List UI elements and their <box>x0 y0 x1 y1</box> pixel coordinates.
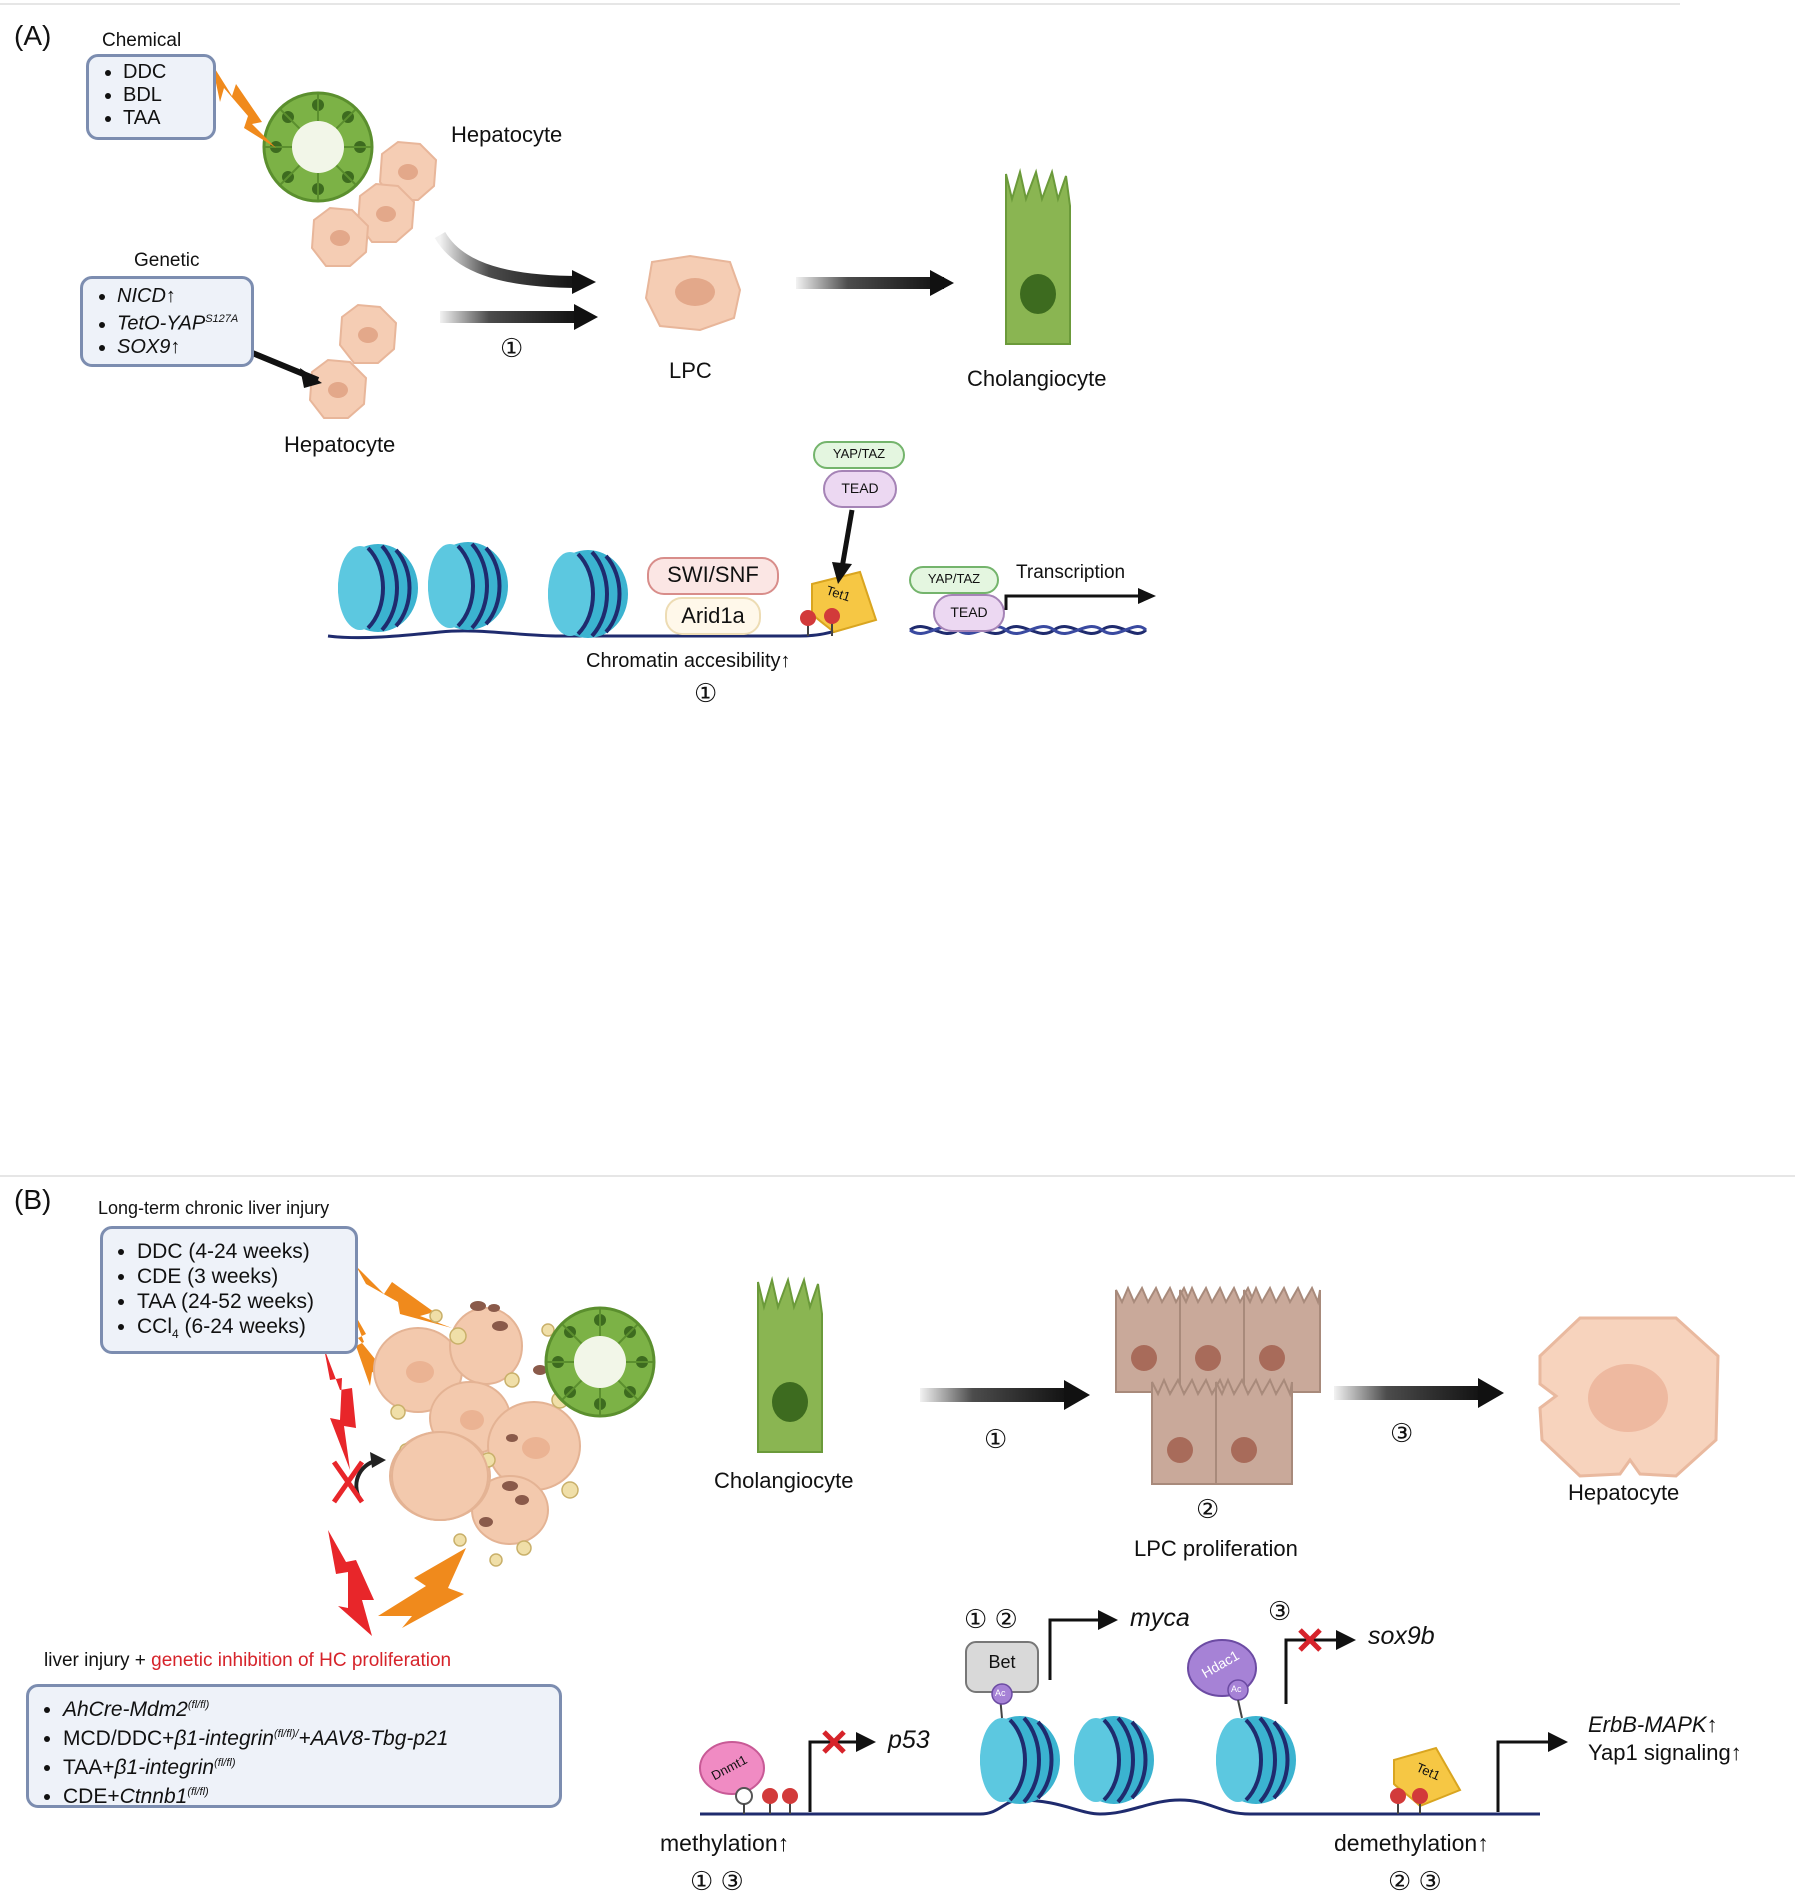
ac-label-bet: Ac <box>995 1688 1006 1698</box>
nucleosome-b3 <box>1214 1714 1298 1806</box>
p53-label: p53 <box>888 1726 930 1754</box>
genetic-item: SOX9↑ <box>117 336 251 359</box>
chronic-box: DDC (4-24 weeks) CDE (3 weeks) TAA (24-5… <box>100 1226 358 1354</box>
chemical-item: BDL <box>123 84 213 107</box>
cholangiocyte-a <box>1005 171 1071 345</box>
p53-blocked-arrow <box>808 1730 876 1812</box>
chemical-item: DDC <box>123 61 213 84</box>
tet1-protein-b <box>1390 1746 1462 1814</box>
tead-label-top: TEAD <box>841 480 879 496</box>
arrow-lpc-to-cholangiocyte-a <box>796 270 954 296</box>
arid1a-label: Arid1a <box>681 603 745 628</box>
chronic-title: Long-term chronic liver injury <box>98 1198 330 1218</box>
genetic-box: NICD↑ TetO-YAPS127A SOX9↑ <box>80 276 254 367</box>
erbb-arrow <box>1496 1732 1568 1812</box>
dnmt1-protein <box>699 1741 798 1814</box>
sox9b-label: sox9b <box>1368 1622 1435 1650</box>
genetic-inhibition-item: AhCre-Mdm2(fl/fl) <box>63 1693 559 1722</box>
step2-marker-b: ② <box>1196 1494 1220 1524</box>
step-marker-a: ① <box>500 333 524 363</box>
hepatocytes-bottom-a <box>309 304 397 419</box>
hdac1-protein <box>1187 1639 1257 1719</box>
genetic-inhibition-box: AhCre-Mdm2(fl/fl) MCD/DDC+β1-integrin(fl… <box>26 1684 562 1808</box>
nucleosome-a1 <box>336 542 420 634</box>
yap-taz-tead-bottom <box>909 566 1005 632</box>
tet1-protein-a <box>800 570 878 636</box>
genetic-title: Genetic <box>134 250 200 271</box>
yap-taz-tead-top <box>813 441 905 508</box>
myca-label: myca <box>1130 1604 1190 1632</box>
tead-label-bottom: TEAD <box>950 604 988 620</box>
chronic-item: CDE (3 weeks) <box>137 1264 355 1289</box>
step1-marker-b: ① <box>984 1424 1008 1454</box>
bet-protein <box>965 1641 1039 1719</box>
cholangiocyte-label-b: Cholangiocyte <box>714 1468 854 1493</box>
myca-steps: ① ② <box>964 1604 1018 1634</box>
hepatocyte-b <box>1538 1316 1720 1478</box>
yap1-signaling-label: Yap1 signaling↑ <box>1588 1740 1742 1765</box>
swi-snf-box <box>647 557 779 595</box>
chromatin-step: ① <box>694 678 718 708</box>
genetic-inhibition-item: MCD/DDC+β1-integrin(fl/fl)/+AAV8-Tbg-p21 <box>63 1722 559 1751</box>
erbb-label: ErbB-MAPK↑ <box>1588 1712 1718 1737</box>
chronic-item: CCl4 (6-24 weeks) <box>137 1314 355 1347</box>
cholangiocyte-label-a: Cholangiocyte <box>967 366 1107 391</box>
genetic-arrow-a <box>248 349 322 388</box>
tead-to-tet1-arrow <box>832 509 855 584</box>
chronic-item: TAA (24-52 weeks) <box>137 1289 355 1314</box>
genetic-inhibition-item: TAA+β1-integrin(fl/fl) <box>63 1751 559 1780</box>
demethylation-steps: ② ③ <box>1388 1866 1442 1896</box>
hepatocyte-label-top: Hepatocyte <box>451 122 563 147</box>
arrow-cholangiocyte-to-lpc <box>920 1380 1090 1410</box>
swi-snf-label: SWI/SNF <box>667 562 759 587</box>
chronic-item: DDC (4-24 weeks) <box>137 1239 355 1264</box>
chemical-box: DDC BDL TAA <box>86 54 216 140</box>
arrow-lpc-to-hepatocyte <box>1334 1378 1504 1408</box>
panel-b-label: (B) <box>14 1184 52 1215</box>
transcription-label: Transcription <box>1016 562 1126 583</box>
yap-taz-label-top: YAP/TAZ <box>832 446 886 461</box>
bile-duct-b <box>544 1306 656 1418</box>
lpc-label: LPC <box>669 358 712 383</box>
blocked-hepatocyte-b <box>331 1431 489 1521</box>
demethylation-label: demethylation↑ <box>1334 1830 1489 1856</box>
panel-a-label: (A) <box>14 20 52 51</box>
lightning-bolts-b <box>324 1266 466 1636</box>
nucleosome-b1 <box>978 1714 1062 1806</box>
straight-arrow-a <box>440 304 598 330</box>
lightning-bolt-a <box>212 64 276 148</box>
transcription-arrow-a <box>1004 588 1156 610</box>
dna-strand-b <box>700 1798 1540 1816</box>
bet-label: Bet <box>988 1652 1016 1672</box>
yap-taz-label-bottom: YAP/TAZ <box>927 571 981 586</box>
arid1a-box <box>665 597 761 635</box>
sox9b-steps: ③ <box>1268 1596 1292 1626</box>
genetic-inhibition-item: CDE+Ctnnb1(fl/fl) <box>63 1780 559 1809</box>
ac-label-hdac1: Ac <box>1231 1684 1242 1694</box>
nucleosome-a2 <box>426 540 510 632</box>
step3-marker-b: ③ <box>1390 1418 1414 1448</box>
lpc-cluster-b <box>1115 1287 1321 1485</box>
chromatin-label: Chromatin accesibility↑ <box>586 650 791 672</box>
genetic-inhibition-title: liver injury + genetic inhibition of HC … <box>44 1650 452 1671</box>
myca-arrow <box>1048 1610 1118 1680</box>
chemical-item: TAA <box>123 107 213 130</box>
cholangiocyte-b <box>757 1279 823 1453</box>
curved-arrow-a <box>434 231 596 294</box>
lpc-proliferation-label: LPC proliferation <box>1134 1536 1298 1561</box>
methylation-steps: ① ③ <box>690 1866 744 1896</box>
chemical-title: Chemical <box>102 30 182 51</box>
hepatocyte-label-bottom: Hepatocyte <box>284 432 396 457</box>
bile-duct-a <box>262 91 374 203</box>
sox9b-blocked-arrow <box>1284 1628 1356 1704</box>
methylation-label: methylation↑ <box>660 1830 790 1856</box>
lpc-cell-a <box>644 254 742 332</box>
nucleosome-a3 <box>546 548 630 640</box>
hepatocyte-label-b: Hepatocyte <box>1568 1480 1680 1505</box>
genetic-item: NICD↑ <box>117 285 251 308</box>
genetic-item: TetO-YAPS127A <box>117 308 251 336</box>
nucleosome-b2 <box>1072 1714 1156 1806</box>
